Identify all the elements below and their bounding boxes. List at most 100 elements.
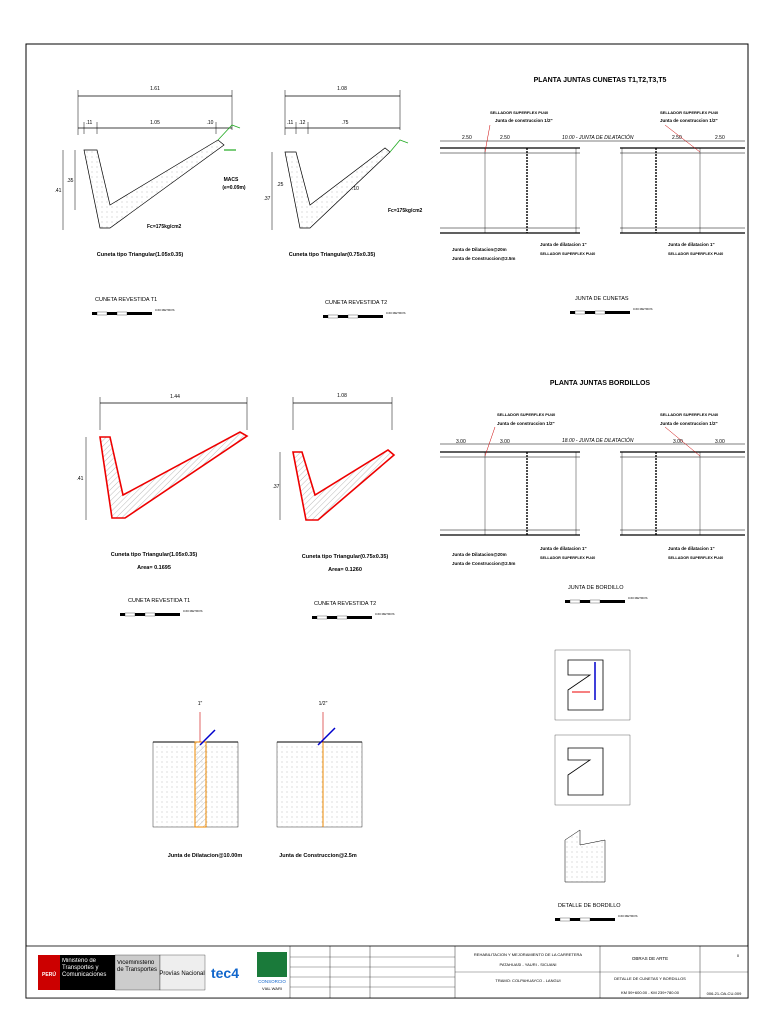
t2-mid-area: Area= 0.1260 [328,567,362,573]
junta2-caption: Junta de Construccion@2.5m [279,853,357,859]
sellador-label: SELLADOR SUPERFLEX PU40 [660,110,719,115]
planta-juntas-cunetas: PLANTA JUNTAS CUNETAS T1,T2,T3,T5 SELLAD… [440,77,745,261]
junta-dilatacion-label: Junta de Dilatacion@20m [452,247,507,252]
sellador-label: SELLADOR SUPERFLEX PU40 [490,110,549,115]
t1-mid-dim: 1.44 [170,394,180,400]
sellador-label: SELLADOR SUPERFLEX PU40 [660,412,719,417]
proyecto-line2: PATAHUASI - YAURI - SICUANI [500,962,557,967]
scale-unit: 0.60 METROS [628,596,648,600]
t1-mid-h: .41 [77,476,84,482]
t1-h1: .35 [67,178,74,184]
provias-text: Provías Nacional [159,971,204,977]
junta-construccion-label: Junta de construccion 1/2" [497,421,555,426]
vial-wari-text: VIAL WARI [262,986,282,991]
junta-construccion-label: Junta de construccion 1/2" [660,118,718,123]
proyecto-line1: REHABILITACION Y MEJORAMIENTO DE LA CARR… [474,952,583,957]
junta2-size: 1/2" [319,701,328,707]
tec4-logo: tec4 [211,965,239,981]
t1-macs: MACS [224,177,239,183]
consorcio-text: CONSORCIO [258,979,286,984]
detalle-text: DETALLE DE CUNETAS Y BORDILLOS [614,976,686,981]
t2-dim-total: 1.08 [337,86,347,92]
t1-mid-area: Area= 0.1695 [137,565,171,571]
scale-unit: 0.60 METROS [375,612,395,616]
t1-dim-b: 1.05 [150,120,160,126]
dim: 2.50 [672,135,682,141]
dim: 2.50 [715,135,725,141]
cuneta-t1-area: 1.44 .41 Cuneta tipo Triangular(1.05x0.3… [77,394,249,571]
title-block: PERÚ Ministerio de Transportes y Comunic… [25,945,749,999]
dim: 2.50 [500,135,510,141]
t1-dim-a: .11 [86,120,93,126]
scale-label: JUNTA DE CUNETAS [575,296,629,302]
junta-construccion-detail: 1/2" Junta de Construccion@2.5m [276,701,363,859]
cuneta-t2-section: 1.08 .11 .12 .75 .25 .37 .10 Fc=175kg/cm… [264,86,423,258]
junta-dilatacion-label: Junta de Dilatacion@20m [452,552,507,557]
sellador-label: SELLADOR SUPERFLEX PU40 [668,556,723,560]
peru-logo-text: PERÚ [42,971,56,978]
scale-label: CUNETA REVESTIDA T2 [314,601,376,607]
dim: 3.00 [500,439,510,445]
t2-mid-h: .37 [273,484,280,490]
dim: 3.00 [456,439,466,445]
t1-mid-caption: Cuneta tipo Triangular(1.05x0.35) [111,552,198,558]
dim: 2.50 [462,135,472,141]
scale-unit: 0.60 METROS [155,308,175,312]
scale-cuneta-t2-b: CUNETA REVESTIDA T2 0.60 METROS [312,601,395,620]
scale-label: CUNETA REVESTIDA T2 [325,300,387,306]
scale-cuneta-t1: CUNETA REVESTIDA T1 0.60 METROS [92,297,175,316]
scale-junta-bordillo: JUNTA DE BORDILLO 0.60 METROS [565,585,648,604]
dim: 3.00 [673,439,683,445]
scale-unit: 0.60 METROS [618,914,638,918]
scale-label: CUNETA REVESTIDA T1 [95,297,157,303]
dim-center: 10.00 - JUNTA DE DILATACIÓN [562,134,634,141]
junta-dilatacion-1-label: Junta de dilatacion 1" [540,546,587,551]
junta1-size: 1" [198,701,203,707]
t2-mid-caption: Cuneta tipo Triangular(0.75x0.35) [302,554,389,560]
scale-label: JUNTA DE BORDILLO [568,585,624,591]
tramo-text: TRAMO: COLPAHUAYCO - LANGUI [495,978,560,983]
planta-cunetas-title: PLANTA JUNTAS CUNETAS T1,T2,T3,T5 [534,77,667,84]
viceministerio-text: Viceministerio de Transportes [117,960,158,973]
planta-juntas-bordillos: PLANTA JUNTAS BORDILLOS SELLADOR SUPERFL… [440,380,745,566]
scale-label: CUNETA REVESTIDA T1 [128,598,190,604]
cuneta-t2-area: 1.08 .37 Cuneta tipo Triangular(0.75x0.3… [273,393,396,573]
t2-h1: .25 [277,182,284,188]
t2-dim-a: .11 [287,120,294,126]
cuneta-t1-section: 1.61 .11 1.05 .10 .35 .41 MACS (e=0.09m)… [55,86,246,258]
scale-unit: 0.60 METROS [633,307,653,311]
t1-h2: .41 [55,188,62,194]
junta-dilatacion-detail: 1" Junta de Dilatacion@10.00m [152,701,242,859]
t2-dim-b: .12 [299,120,306,126]
dim: 3.00 [715,439,725,445]
sellador-label: SELLADOR SUPERFLEX PU40 [540,252,595,256]
km-text: KM 59+600.00 - KM 239+780.00 [621,990,680,995]
junta-dilatacion-1-label: Junta de dilatacion 1" [540,242,587,247]
t2-h2: .37 [264,196,271,202]
scale-cuneta-t1-b: CUNETA REVESTIDA T1 0.60 METROS [120,598,203,617]
scale-unit: 0.60 METROS [386,311,406,315]
plano-number: 006-21-OA-CU-009 [707,991,742,996]
t1-caption: Cuneta tipo Triangular(1.05x0.35) [97,252,184,258]
t1-dim-c: .10 [207,120,214,126]
junta-construccion-25-label: Junta de Construccion@2.5m [452,561,515,566]
bordillo-details: DETALLE DE BORDILLO 0.60 METROS [554,649,638,922]
junta-dilatacion-1-label: Junta de dilatacion 1" [668,546,715,551]
sellador-label: SELLADOR SUPERFLEX PU40 [497,412,556,417]
t2-caption: Cuneta tipo Triangular(0.75x0.35) [289,252,376,258]
t2-fc: Fc=175kg/cm2 [388,208,423,214]
detalle-bordillo-label: DETALLE DE BORDILLO [558,903,621,909]
t2-h3: .10 [352,186,359,192]
junta-construccion-25-label: Junta de Construccion@2.5m [452,256,515,261]
ministerio-text: Ministerio de Transportes y Comunicacion… [62,958,107,978]
sellador-label: SELLADOR SUPERFLEX PU40 [540,556,595,560]
junta-construccion-label: Junta de construccion 1/2" [495,118,553,123]
scale-unit: 0.60 METROS [183,609,203,613]
scale-junta-cunetas: JUNTA DE CUNETAS 0.60 METROS [570,296,653,315]
obras-text: OBRAS DE ARTE [632,956,668,961]
t2-mid-dim: 1.08 [337,393,347,399]
dim-center: 18.00 - JUNTA DE DILATACIÓN [562,437,634,444]
junta-construccion-label: Junta de construccion 1/2" [660,421,718,426]
hoja-number: 0 [737,953,740,958]
